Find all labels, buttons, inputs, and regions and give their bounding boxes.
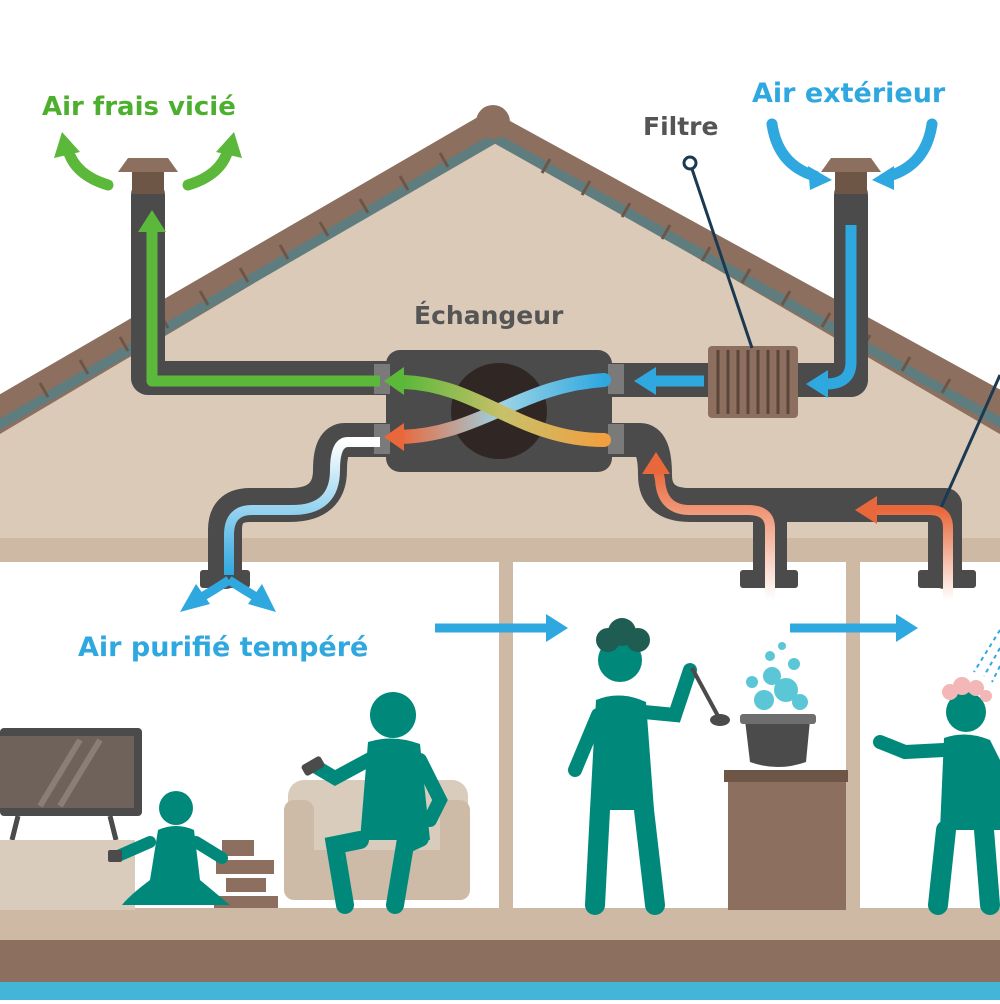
cooking-pot [745, 720, 810, 767]
outdoor-in-right-head [872, 166, 894, 190]
room-air-arrow-2-head [896, 614, 918, 642]
filter-unit [682, 155, 1000, 511]
exchanger-port-right-top [608, 364, 624, 394]
filter-body [708, 346, 798, 418]
exhaust-air-label: Air frais vicié [42, 92, 236, 122]
outdoor-in-right [883, 118, 938, 182]
filter-fins [716, 350, 790, 414]
supply-flow-arrow [224, 437, 380, 575]
shower-water [973, 629, 1000, 683]
bathroom-pointer-line [938, 374, 1000, 511]
pot-rim [740, 714, 816, 724]
person-child [108, 791, 230, 905]
extract-flow-kitchen-head [642, 452, 670, 474]
filter-pointer-line [688, 162, 754, 349]
room-air-arrow-1-head [546, 614, 568, 642]
chimney-caps [118, 158, 881, 194]
exhaust-flow-arrow [146, 225, 380, 387]
steam-bubbles [746, 642, 808, 710]
extract-flow-bathroom [875, 505, 953, 600]
living-space [0, 560, 1000, 1000]
floor-slab [0, 940, 1000, 982]
kitchen-counter [728, 776, 846, 910]
outdoor-to-exchanger-head [634, 367, 656, 395]
roof-ridge-cap [476, 105, 510, 139]
crossflow-exhaust [397, 375, 611, 447]
exhaust-cap [118, 158, 178, 172]
person-shower [873, 629, 1000, 915]
sofa-seat [300, 850, 460, 900]
outdoor-down-flow [825, 225, 857, 390]
exchanger-label: Échangeur [414, 301, 564, 330]
supply-out-right-head [248, 584, 276, 612]
tv-glare-2 [57, 738, 103, 808]
supply-out-left-head [180, 584, 210, 612]
tv-leg-left [9, 815, 21, 841]
kitchen-counter-top [724, 770, 848, 782]
exhaust-flow-arrowhead [138, 210, 166, 232]
room-divider-left [499, 560, 513, 910]
kitchen-furniture [724, 642, 848, 910]
exchanger-port-right-bottom [608, 424, 624, 454]
people [108, 618, 1000, 915]
outdoor-down-flow-head [806, 370, 828, 398]
ceiling-beam [0, 538, 1000, 562]
person-chef [568, 618, 730, 915]
exhaust-out-right [182, 144, 234, 191]
roof-tile-dashes [38, 152, 952, 398]
toy-blocks [214, 840, 278, 908]
floor [0, 908, 1000, 940]
room-divider-right [846, 560, 860, 910]
attic-wall [0, 140, 1000, 540]
exhaust-out-left [62, 144, 114, 191]
filter-pointer-dot [682, 155, 698, 171]
ground-strip [0, 982, 1000, 1000]
tv-leg-right [107, 815, 119, 841]
crossflow-supply-arrowhead [384, 423, 404, 451]
extract-flow-kitchen [653, 469, 775, 600]
person-seated [301, 692, 448, 914]
outdoor-cap [821, 158, 881, 172]
outdoor-in-left-head [808, 166, 832, 190]
supply-out-left [197, 576, 232, 602]
supply-out-right [226, 576, 261, 602]
exhaust-cap-neck [132, 172, 164, 194]
exhaust-out-right-head [216, 132, 242, 158]
exchanger-unit [374, 350, 624, 472]
flow-arrows [54, 118, 953, 642]
exhaust-out-left-head [54, 132, 80, 158]
outdoor-cap-neck [835, 172, 867, 194]
shampoo-foam [942, 677, 992, 702]
filter-label: Filtre [643, 112, 719, 141]
outdoor-air-label: Air extérieur [752, 78, 946, 109]
crossflow-exhaust-arrowhead [384, 367, 404, 395]
outdoor-in-left [766, 118, 821, 182]
supply-air-label: Air purifié tempéré [78, 632, 369, 663]
tv-glare-1 [37, 738, 83, 808]
extract-flow-bathroom-head [855, 496, 877, 524]
